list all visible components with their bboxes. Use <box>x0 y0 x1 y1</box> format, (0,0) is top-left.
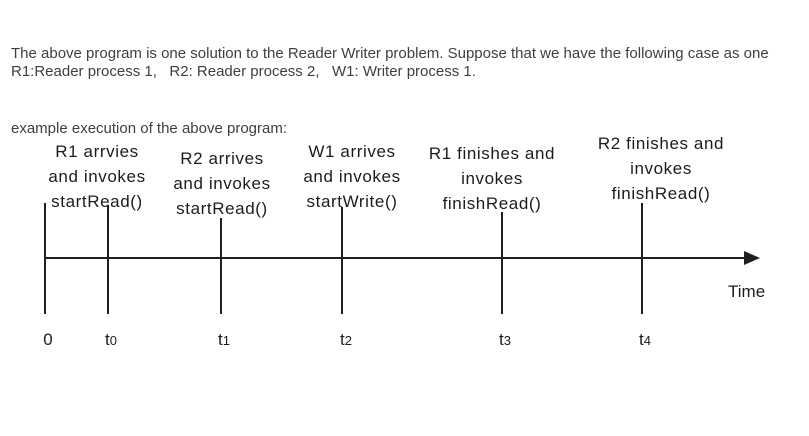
intro-line-2: example execution of the above program: <box>11 120 287 137</box>
timeline-tick-line-t1 <box>220 218 222 314</box>
timeline-tick-line-t0 <box>107 205 109 314</box>
tick-label-t4: t4 <box>639 330 651 349</box>
question-paragraph: Question: Trace the program execution (u… <box>11 390 798 436</box>
time-axis-arrowhead-icon <box>744 251 760 265</box>
tick-label-t0: t0 <box>105 330 117 349</box>
process-legend: R1:Reader process 1, R2: Reader process … <box>11 63 476 80</box>
time-axis-line <box>44 257 746 259</box>
event-label-r2-finishes: R2 finishes and invokes finishRead() <box>597 134 725 203</box>
timeline-tick-line-t2 <box>341 207 343 314</box>
timeline-tick-line-t3 <box>501 212 503 314</box>
tick-label-0: 0 <box>43 330 53 349</box>
intro-paragraph: The above program is one solution to the… <box>11 0 769 191</box>
event-label-r1-finishes: R1 finishes and invokes finishRead() <box>428 144 556 213</box>
event-label-r1-arrives: R1 arrvies and invokes startRead() <box>48 142 146 211</box>
intro-line-1: The above program is one solution to the… <box>11 45 769 62</box>
tick-label-t1: t1 <box>218 330 230 349</box>
tick-label-t2: t2 <box>340 330 352 349</box>
time-axis-label: Time <box>728 282 766 301</box>
event-label-w1-arrives: W1 arrives and invokes startWrite() <box>303 142 401 211</box>
tick-label-t3: t3 <box>499 330 511 349</box>
event-label-r2-arrives: R2 arrives and invokes startRead() <box>173 149 271 218</box>
